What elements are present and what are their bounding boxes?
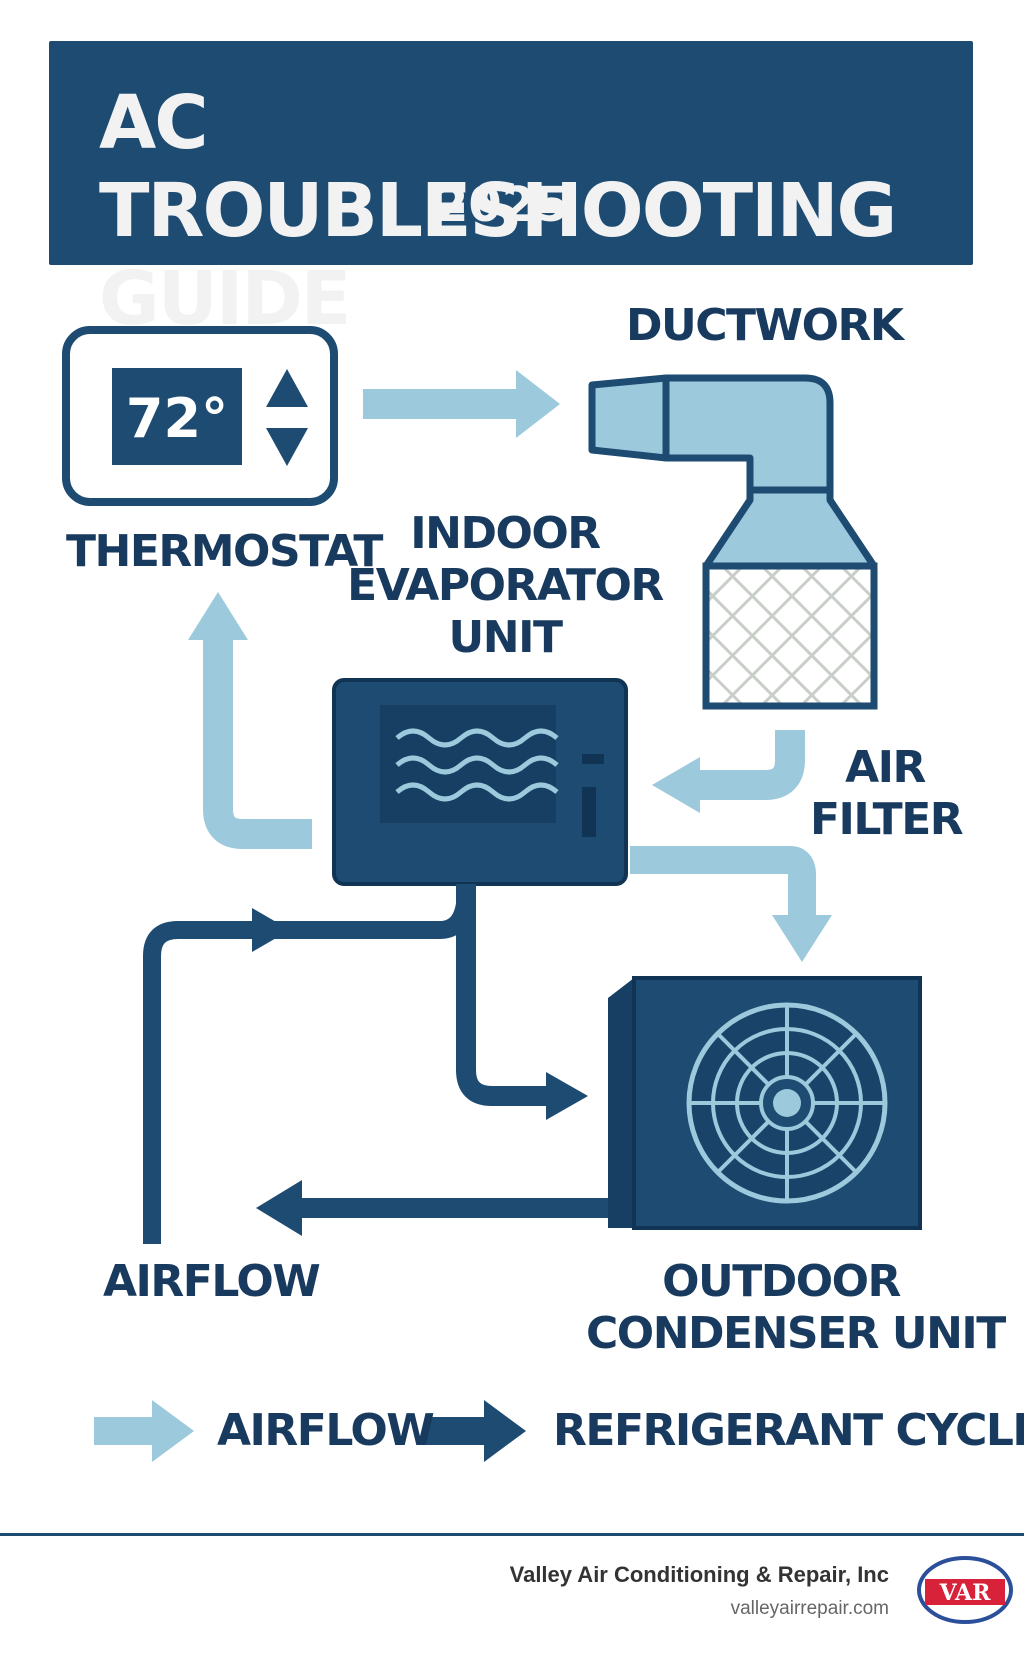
company-website[interactable]: valleyairrepair.com — [730, 1598, 889, 1619]
indoor-unit-label-line: UNIT — [448, 612, 563, 663]
company-logo: VAR — [917, 1556, 1013, 1624]
outdoor-unit-label-line: OUTDOOR — [662, 1256, 901, 1307]
thermostat: 72° — [62, 326, 338, 506]
refrigerant-arrow-to-outdoor-unit — [546, 1072, 588, 1120]
legend-refrigerant-label: REFRIGERANT CYCLE — [553, 1405, 1024, 1456]
airflow-arrow-to-thermostat — [188, 592, 248, 640]
legend-airflow-label: AIRFLOW — [217, 1405, 435, 1456]
footer-divider — [0, 1533, 1024, 1536]
airflow-arrow-to-ductwork — [363, 370, 560, 438]
temperature-up-icon — [266, 369, 308, 407]
guide-year: 2025 — [435, 177, 569, 233]
thermostat-display — [112, 368, 242, 465]
indoor-evaporator-unit — [332, 678, 628, 886]
indoor-unit-label-line: INDOOR — [410, 508, 601, 559]
thermostat-label: THERMOSTAT — [66, 526, 383, 577]
outdoor-condenser-unit — [608, 976, 922, 1230]
fan-icon — [686, 1002, 888, 1204]
legend-refrigerant-arrow-icon — [426, 1400, 526, 1462]
airflow-arrow-to-indoor-unit — [652, 757, 700, 813]
indoor-unit-label: INDOOR EVAPORATOR UNIT — [340, 508, 670, 664]
ductwork-label: DUCTWORK — [626, 300, 904, 351]
ductwork — [588, 374, 878, 710]
title-banner: AC TROUBLESHOOTING GUIDE 2025 — [49, 41, 973, 342]
outdoor-unit-label: OUTDOOR CONDENSER UNIT — [586, 1256, 1006, 1360]
refrigerant-arrow-from-outdoor-unit — [256, 1180, 302, 1236]
air-filter-label: AIR FILTER — [810, 742, 964, 846]
thermostat-temperature: 72° — [126, 387, 228, 450]
air-filter-label-line: AIR — [845, 742, 926, 793]
air-filter — [702, 562, 878, 710]
airflow-arrow-to-outdoor-unit — [772, 915, 832, 962]
logo-text: VAR — [939, 1580, 991, 1606]
air-filter-label-line: FILTER — [810, 794, 964, 845]
temperature-down-icon — [266, 428, 308, 466]
company-name: Valley Air Conditioning & Repair, Inc — [509, 1562, 889, 1587]
airflow-label: AIRFLOW — [103, 1256, 321, 1307]
indoor-unit-label-line: EVAPORATOR — [347, 560, 664, 611]
outdoor-unit-label-line: CONDENSER UNIT — [586, 1308, 1006, 1359]
refrigerant-arrow-return — [252, 908, 290, 952]
legend-airflow-arrow-icon — [94, 1400, 194, 1462]
